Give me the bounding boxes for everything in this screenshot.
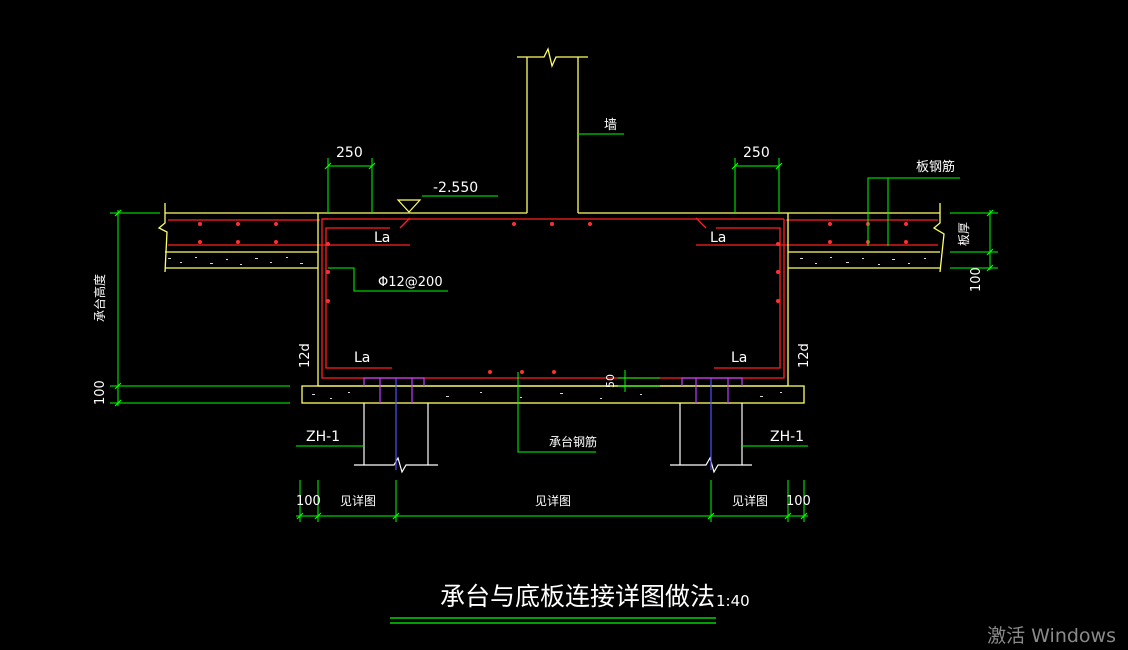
- wall-outline: [517, 47, 588, 213]
- title-underline: [390, 617, 716, 624]
- bottom-see-detail-right: 见详图: [732, 493, 768, 508]
- leaders-dimensions: [110, 158, 998, 522]
- slab-rebar-dots: [198, 222, 908, 244]
- cap-height-label: 承台高度: [92, 274, 107, 322]
- wall-label: 墙: [604, 118, 617, 133]
- stirrup-label: Φ12@200: [378, 275, 443, 290]
- bottom-see-detail-center: 见详图: [535, 493, 571, 508]
- pile-left: [354, 403, 438, 474]
- hook-12d-left: 12d: [298, 343, 313, 368]
- drawing-scale: 1:40: [716, 592, 750, 610]
- bottom-dim-100-left: 100: [296, 494, 321, 509]
- bottom-see-detail-left: 见详图: [340, 493, 376, 508]
- la-top-right: La: [710, 230, 726, 246]
- pile-head-rebar: [363, 377, 743, 403]
- cap-rebar-label: 承台钢筋: [549, 434, 597, 449]
- pile-cap-cushion: [301, 385, 805, 404]
- pile-axes: [395, 378, 712, 470]
- pile-label-right: ZH-1: [770, 429, 804, 445]
- pile-label-left: ZH-1: [306, 429, 340, 445]
- slab-cushion-hatch: [168, 257, 926, 265]
- elevation-label: -2.550: [433, 180, 478, 196]
- slab-thickness-label: 板厚: [957, 222, 971, 246]
- pile-cap-rebar: [321, 217, 785, 379]
- dim-250-left: 250: [336, 145, 363, 161]
- elevation-marker: [396, 199, 422, 213]
- dim-100-left-cushion: 100: [93, 380, 108, 405]
- slab-outline: [157, 203, 945, 273]
- la-top-left: La: [374, 230, 390, 246]
- dim-250-right: 250: [743, 145, 770, 161]
- drawing-title: 承台与底板连接详图做法: [440, 582, 715, 611]
- hook-12d-right: 12d: [797, 343, 812, 368]
- la-bottom-left: La: [354, 350, 370, 366]
- pile-cap-rebar-dots: [326, 222, 780, 374]
- slab-rebar-label: 板钢筋: [916, 159, 955, 175]
- dim-100-right-slab: 100: [969, 267, 984, 292]
- pile-right: [670, 403, 752, 474]
- dimension-ticks: [114, 162, 994, 520]
- cover-50-label: 50: [604, 374, 617, 388]
- la-bottom-right: La: [731, 350, 747, 366]
- windows-activation-watermark: 激活 Windows: [987, 625, 1116, 647]
- bottom-dim-100-right: 100: [786, 494, 811, 509]
